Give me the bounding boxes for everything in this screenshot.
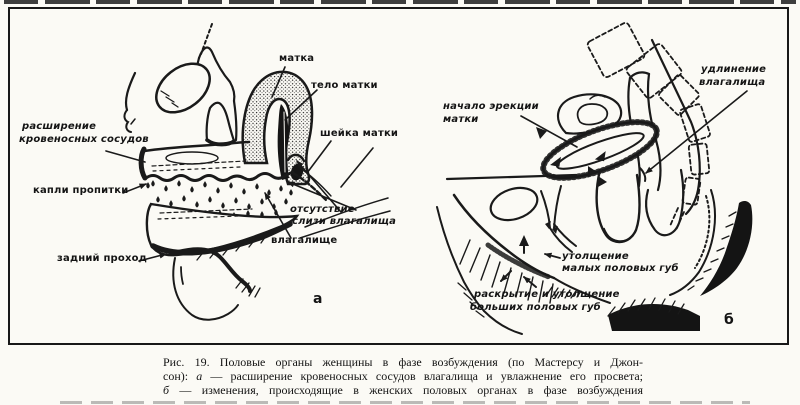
scan-artifact-top bbox=[4, 0, 796, 4]
label-zadniy-prokhod: задний проход bbox=[57, 253, 147, 264]
caption-line-1: Рис. 19. Половые органы женщины в фазе в… bbox=[163, 355, 643, 369]
leader-lines-a bbox=[105, 66, 374, 262]
label-udlinenie-line2: влагалища bbox=[699, 77, 766, 88]
caption-line2-em: а bbox=[196, 368, 203, 383]
caption-line2-post: — расширение кровеносных сосудов влагали… bbox=[202, 368, 644, 383]
panel-b-drawing bbox=[436, 22, 753, 335]
vagina-lengthened bbox=[595, 167, 647, 244]
figure-border bbox=[8, 7, 789, 345]
label-udlinenie-line1: удлинение bbox=[701, 64, 767, 75]
urethra-funnel bbox=[205, 101, 236, 147]
label-vlagalishche: влагалище bbox=[271, 235, 338, 246]
label-utolshchenie-line1: утолщение bbox=[562, 251, 629, 262]
label-otsutstvie-line2: слизи влагалища bbox=[292, 216, 397, 227]
perineum-shading-b bbox=[607, 189, 753, 331]
urethra-vestibule-b bbox=[540, 185, 577, 253]
label-otsutstvie-line1: отсутствие bbox=[290, 204, 355, 215]
label-raskrytie-line2: больших половых губ bbox=[470, 302, 601, 313]
caption-line-3: б — изменения, происходящие в женских по… bbox=[163, 382, 643, 398]
bladder-a bbox=[155, 62, 211, 114]
label-sheyka-matki: шейка матки bbox=[320, 128, 399, 139]
caption-line3-post: — изменения, происходящие в женских поло… bbox=[169, 382, 643, 397]
label-rasshirenie-line1: расширение bbox=[22, 121, 97, 132]
label-raskrytie-line1: раскрытие и утолщение bbox=[474, 289, 620, 300]
label-utolshchenie-line2: малых половых губ bbox=[562, 263, 679, 274]
label-matka: матка bbox=[279, 53, 315, 64]
label-nachalo-line2: матки bbox=[443, 114, 479, 125]
label-kapli-propitki: капли пропитки bbox=[33, 185, 129, 196]
caption-line-2: сон): а — расширение кровеносных сосудов… bbox=[163, 368, 644, 384]
perineum-lines-a bbox=[299, 197, 391, 239]
figure-caption: Рис. 19. Половые органы женщины в фазе в… bbox=[163, 355, 644, 398]
anus-outline bbox=[172, 247, 261, 321]
panel-a-drawing bbox=[105, 23, 391, 321]
vagina-band bbox=[138, 140, 332, 202]
panel-a-letter: а bbox=[313, 291, 323, 307]
label-telo-matki: тело матки bbox=[311, 80, 378, 91]
bladder-b bbox=[445, 173, 578, 222]
erect-uterus bbox=[536, 119, 660, 187]
labia-region bbox=[436, 193, 611, 335]
abdominal-wall bbox=[123, 23, 238, 142]
label-rasshirenie-line2: кровеносных сосудов bbox=[19, 134, 149, 145]
label-nachalo-line1: начало эрекции bbox=[443, 101, 539, 112]
caption-line2-pre: сон): bbox=[163, 368, 197, 383]
leader-lines-b bbox=[520, 90, 748, 259]
scan-artifact-bottom bbox=[60, 401, 750, 404]
caption-line3-em: б bbox=[163, 382, 170, 397]
panel-b-letter: б bbox=[724, 312, 734, 328]
